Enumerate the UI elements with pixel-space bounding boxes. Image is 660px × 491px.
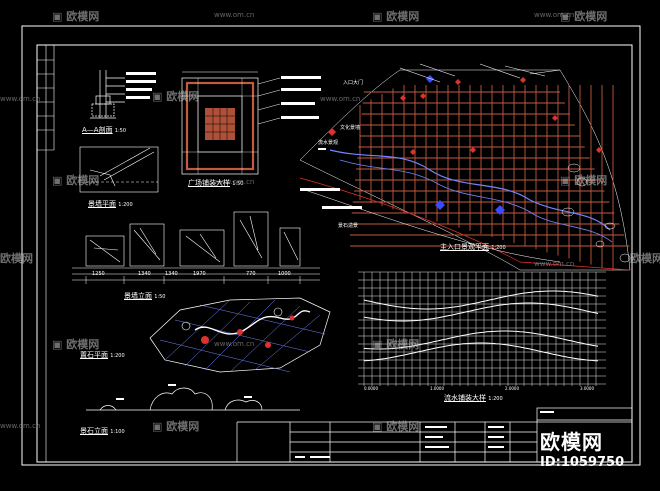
inner-frame [36,44,633,463]
plaza-paving-drawing [181,71,281,175]
watermark-url-2: www.om.cn [534,11,575,19]
id-label: ID:1059750 [540,455,625,470]
stream-paving-drawing [358,271,606,386]
stream-axis-1: 1.0000 [430,386,444,391]
brand-logo-text: 欧模网 [540,430,603,454]
watermark-brand-5: ▣ 欧模网 [560,174,608,187]
watermark-brand-3: ▣ 欧模网 [560,10,608,23]
stream-grid [358,271,606,386]
stream-axis-3: 3.0000 [580,386,594,391]
watermark-brand-6: ▣ 欧模网 [52,174,100,187]
entrance-boundary [299,177,631,271]
watermark-brand-11: ▣ 欧模网 [152,420,200,433]
watermark-brand-4: ▣ 欧模网 [152,90,200,103]
stream-label: 流水景观 [318,140,339,146]
wall-elevation-drawing [72,211,320,281]
wall-dim-4: 1970 [193,271,206,277]
entrance-stream [329,149,611,231]
wall-dim-1: 1250 [92,271,105,277]
entrance-grid [350,85,630,271]
stream-wave-line [363,330,599,350]
rock-plan-drawing [149,297,331,373]
plaza-paving-label: 广场铺装大样 1:50 [188,179,244,187]
watermark-brand-7: 欧模网 [0,252,33,265]
wall-plan-label: 景墙平面 1:200 [88,200,133,208]
stream-axis-0: 0.0000 [364,386,378,391]
rock-elevation-drawing [86,387,300,411]
wall-dim-6: 1000 [278,271,291,277]
plaza-paving-callouts [281,76,321,119]
watermark-url-6: www.om.cn [534,260,575,268]
wall-elevation-dim-ticks [85,276,301,284]
rock-elevation-marks [116,384,252,400]
entrance-callouts [300,148,362,209]
stream-wave-line [363,302,599,322]
a-section-drawing [90,70,125,119]
wall-plan-drawing [79,146,159,193]
rock-plan-label: 置石平面 1:200 [80,351,125,359]
watermark-url-4: www.om.cn [320,95,361,103]
stream-wave-line [363,342,599,362]
watermark-brand-12: ▣ 欧模网 [372,420,420,433]
stream-waves [363,290,599,362]
stream-axis-2: 2.0000 [505,386,519,391]
watermark-brand-2: ▣ 欧模网 [52,10,100,23]
a-section-callouts [126,72,156,99]
culture-wall-label: 文化景墙 [340,125,361,131]
binding-strip [37,45,55,462]
outer-frame [21,25,641,466]
entrance-plan-drawing [299,63,631,271]
rock-elevation-label: 景石立面 1:100 [80,427,125,435]
entrance-gate-label: 入口大门 [343,80,364,86]
watermark-url-5: www.om.cn [214,178,255,186]
watermark-brand-9: ▣ 欧模网 [52,338,100,351]
wall-dim-5: 770 [246,271,256,277]
stream-wave-line [363,290,599,310]
watermark-brand-8: 欧模网 [630,252,660,265]
wall-dim-3: 1340 [165,271,178,277]
main-entrance-label: 主入口景观平面 1:200 [440,243,506,251]
watermark-brand-10: ▣ 欧模网 [372,338,420,351]
wall-elevation-label: 景墙立面 1:50 [124,292,166,300]
title-block-text [295,411,554,458]
watermark-url-1: www.om.cn [214,11,255,19]
a-section-label: A—A剖面 1:50 [82,126,127,134]
watermark-url-7: www.om.cn [214,340,255,348]
title-block [236,407,633,463]
stream-paving-label: 流水铺装大样 1:200 [444,394,503,402]
shadow-stone-label: 景石造景 [338,223,359,229]
watermark-url-8: www.om.cn [0,422,41,430]
wall-dim-2: 1340 [138,271,151,277]
watermark-brand-1: ▣ 欧模网 [372,10,420,23]
watermark-url-3: www.om.cn [0,95,41,103]
